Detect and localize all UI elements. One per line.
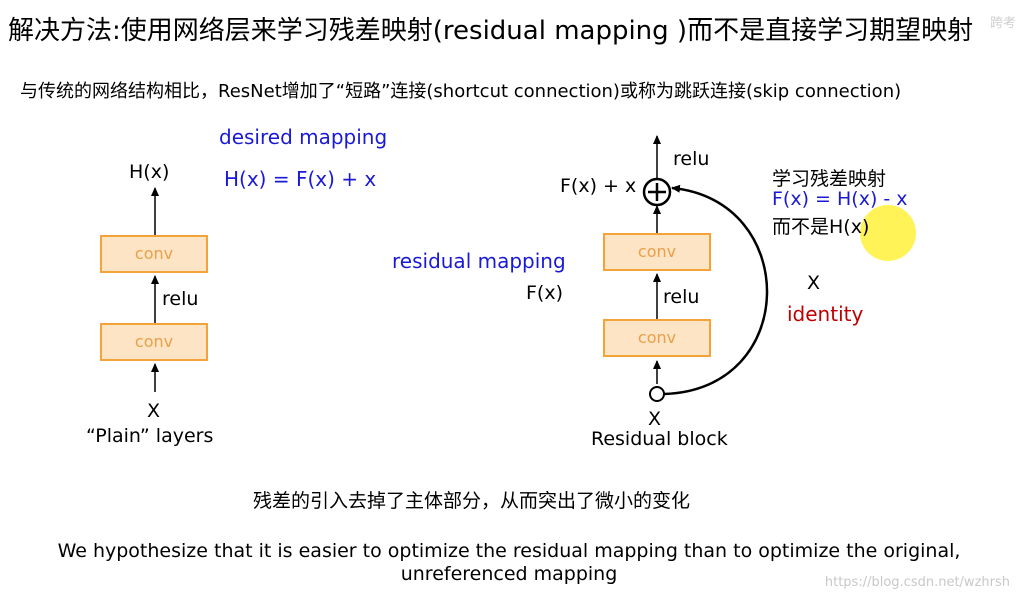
plain-conv-bottom: conv <box>100 323 208 361</box>
sum-label: F(x) + x <box>560 175 637 197</box>
plain-input-label: X <box>147 400 161 422</box>
desired-mapping-equation: H(x) = F(x) + x <box>224 167 377 191</box>
note-line-3: 而不是H(x) <box>772 216 870 238</box>
bottom-chinese-note: 残差的引入去掉了主体部分，从而突出了微小的变化 <box>253 490 691 512</box>
shortcut-curve <box>663 184 769 396</box>
note-line-1: 学习残差映射 <box>772 168 887 190</box>
slide-subtitle: 与传统的网络结构相比，ResNet增加了“短路”连接(shortcut conn… <box>20 81 902 102</box>
top-watermark: 跨考 <box>989 16 1016 31</box>
residual-relu-top: relu <box>673 148 710 170</box>
residual-caption: Residual block <box>591 428 728 450</box>
plain-relu-label: relu <box>162 288 199 310</box>
residual-relu-label: relu <box>663 286 700 308</box>
shortcut-x-label: X <box>807 272 821 294</box>
hypothesis-line-2: unreferenced mapping <box>400 563 618 585</box>
hypothesis-line-1: We hypothesize that it is easier to opti… <box>57 540 961 562</box>
residual-conv-bottom: conv <box>603 319 711 357</box>
desired-mapping-label: desired mapping <box>219 125 388 149</box>
input-node <box>649 386 665 402</box>
cursor-highlight <box>860 205 916 261</box>
watermark-url: https://blog.csdn.net/wzhrsh <box>824 575 1010 590</box>
residual-conv-top: conv <box>603 233 711 271</box>
note-line-2: F(x) = H(x) - x <box>772 188 908 210</box>
residual-mapping-label: residual mapping <box>392 249 566 273</box>
residual-input-label: X <box>648 408 662 430</box>
identity-label: identity <box>787 302 864 326</box>
plain-caption: “Plain” layers <box>86 425 214 447</box>
plain-conv-top: conv <box>100 235 208 273</box>
slide-title: 解决方法:使用网络层来学习残差映射(residual mapping )而不是直… <box>8 16 974 46</box>
plain-output-label: H(x) <box>129 161 170 183</box>
fx-label: F(x) <box>526 282 563 304</box>
